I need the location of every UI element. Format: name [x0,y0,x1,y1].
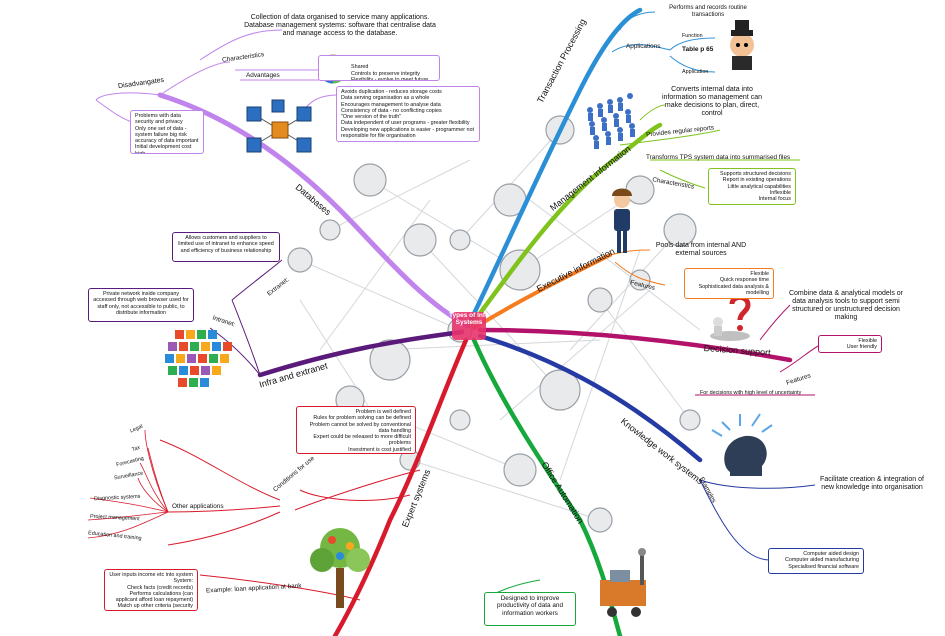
tps-application-label[interactable]: Application [682,69,709,75]
expert-branch [332,337,469,636]
dss-uncertainty-text: For decisions with high level of uncerta… [700,390,802,396]
background-nodes [287,115,701,533]
mis-branch [469,122,663,327]
eis-branch [472,253,612,330]
tps-routine-text: Performs and records routine transaction… [669,5,747,18]
other-app-lines [87,429,169,539]
dss-combine-text: Combine data & analytical models or data… [788,290,903,322]
tps-applications-label[interactable]: Applications [626,43,661,50]
expert-example-box: User inputs income etc into system Syste… [104,569,198,611]
kws-facilitate-text: Facilitate creation & integration of new… [820,476,924,492]
center-node [452,312,486,340]
oa-designed-box: Designed to improve productivity of data… [484,592,576,626]
businesswoman-icon [612,188,632,253]
head-lightbulb-icon [711,413,773,476]
extranet-box: Allows customers and suppliers to limite… [172,232,280,262]
sub-branches [95,11,821,601]
branches [157,7,793,636]
kws-examples-box: Computer aided design Computer aided man… [768,548,864,574]
mis-transforms-label[interactable]: Transforms TPS system data into summaris… [646,154,791,161]
databases-characteristics-box: Shared Controls to preserve integrity Fl… [318,55,440,81]
kws-branch [477,333,703,463]
dss-branch [477,327,793,363]
tree-icon [310,528,370,608]
mis-converts-text: Converts internal data into information … [662,86,762,118]
databases-disadvantages-box: Problems with data security and privacy … [130,110,204,154]
people-grid-icon [165,330,232,387]
expert-other-label[interactable]: Other applications [172,503,224,510]
tps-table-ref: Table p 65 [682,46,714,53]
eis-pools-text: Pools data from internal AND external so… [655,242,747,258]
databases-advantages-label[interactable]: Advantages [246,72,280,79]
databases-characteristics-text: Shared Controls to preserve integrity Fl… [351,64,429,81]
robot-office-icon [600,548,646,617]
databases-collection-text: Collection of data organised to service … [244,14,436,38]
intranet-box: Private network inside company accessed … [88,288,194,322]
paper-people-icon [587,93,635,149]
cartoon-businessman-icon [730,20,754,70]
center-label[interactable]: Types of Info Systems [449,312,489,327]
infra-branch [257,329,465,378]
tps-function-label[interactable]: Function [682,33,703,39]
databases-advantages-box: Avoids duplication - reduces storage cos… [336,86,480,142]
mis-characteristics-box: Supports structured decisions Report in … [708,168,796,205]
network-cubes-icon [246,99,312,153]
expert-conditions-box: Problem is well defined Rules for proble… [296,406,416,454]
eis-features-box: Flexible Quick response time Sophisticat… [684,268,774,299]
tps-branch [467,7,643,325]
databases-branch [157,92,471,329]
question-figure-icon [710,294,751,341]
dss-features-box: Flexible User friendly [818,335,882,353]
